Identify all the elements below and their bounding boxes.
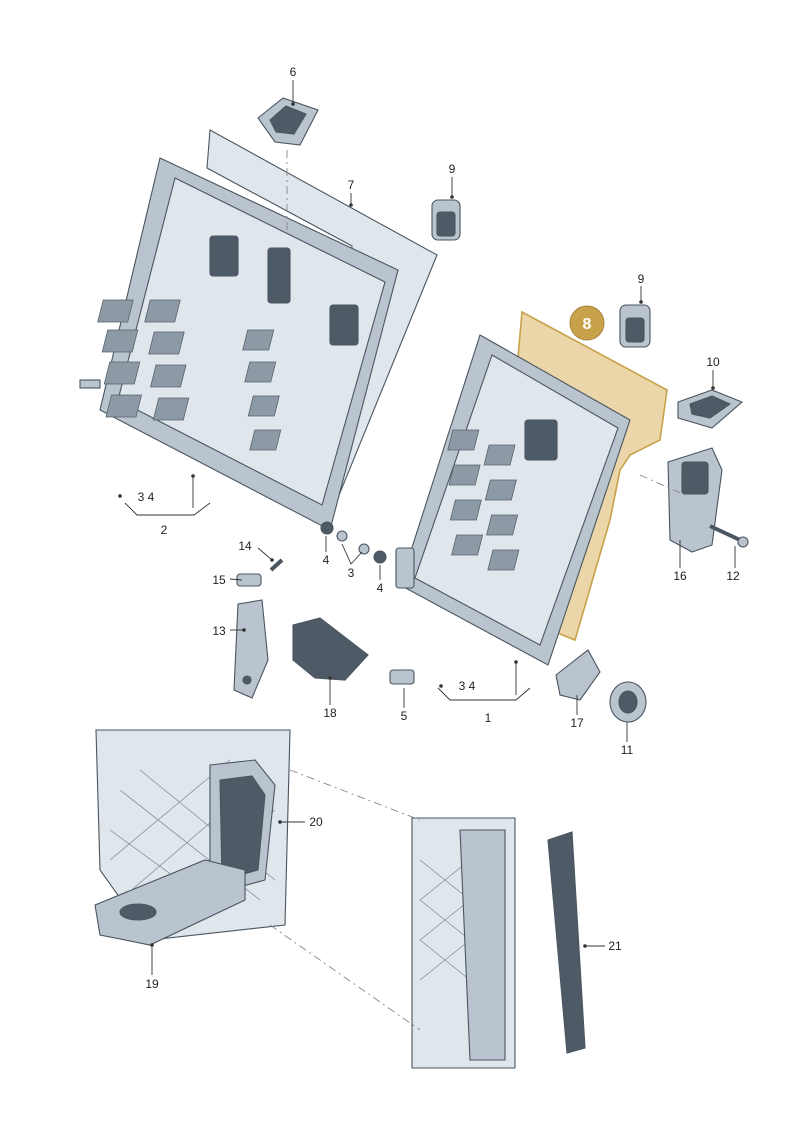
callout-group-3-4-left[interactable]: 3 4	[138, 490, 155, 504]
callout-3[interactable]: 3	[348, 566, 355, 580]
callout-14[interactable]: 14	[238, 539, 252, 553]
callout-group-3-4-right[interactable]: 3 4	[459, 679, 476, 693]
part-4-nut-right	[373, 550, 387, 564]
callout-6[interactable]: 6	[290, 65, 297, 79]
callout-5[interactable]: 5	[401, 709, 408, 723]
callout-11[interactable]: 11	[621, 743, 634, 757]
part-2-left-backrest-frame	[79, 157, 399, 531]
callout-8-highlight-badge[interactable]: 8	[569, 305, 605, 341]
part-3-screw-left	[336, 530, 348, 542]
part-9-release-button-upper	[431, 199, 461, 241]
callout-2[interactable]: 2	[161, 523, 168, 537]
part-5-clip	[389, 669, 415, 685]
callout-7[interactable]: 7	[348, 178, 355, 192]
callout-19[interactable]: 19	[145, 977, 159, 991]
part-13-bracket	[233, 599, 269, 699]
callout-16[interactable]: 16	[673, 569, 687, 583]
callout-18[interactable]: 18	[323, 706, 337, 720]
part-19-20-armrest-assembly	[94, 729, 291, 946]
part-17-hinge-mount	[555, 649, 601, 701]
callout-20[interactable]: 20	[309, 815, 323, 829]
part-12-bolt	[709, 524, 749, 548]
part-11-grommet	[609, 681, 647, 723]
callout-9-lower[interactable]: 9	[638, 272, 645, 286]
callout-labels: 6 7 9 9 10 3 4 2 3 4 1 4 3 4 14 15 13 18…	[138, 65, 740, 991]
part-3-screw-right	[358, 543, 370, 555]
leader-lines	[118, 80, 736, 975]
callout-9-upper[interactable]: 9	[449, 162, 456, 176]
callout-4-left[interactable]: 4	[323, 553, 330, 567]
part-4-nut-left	[320, 521, 334, 535]
part-9-release-button-lower	[619, 304, 651, 348]
callout-4-right[interactable]: 4	[377, 581, 384, 595]
callout-17[interactable]: 17	[570, 716, 584, 730]
callout-13[interactable]: 13	[212, 624, 226, 638]
part-16-latch-housing	[667, 447, 723, 553]
part-10-bezel-trim	[677, 389, 744, 429]
part-6-latch-cover	[257, 97, 319, 146]
callout-21[interactable]: 21	[608, 939, 622, 953]
callout-12[interactable]: 12	[726, 569, 740, 583]
callout-1[interactable]: 1	[485, 711, 492, 725]
part-21-trim-strip	[547, 831, 586, 1054]
detail-view-backrest-edge	[269, 769, 516, 1069]
part-1-right-backrest-frame	[395, 334, 631, 666]
part-18-cover-flap	[292, 617, 369, 681]
callout-8-label: 8	[583, 316, 592, 333]
callout-15[interactable]: 15	[212, 573, 226, 587]
part-14-screw	[269, 558, 284, 572]
callout-10[interactable]: 10	[706, 355, 720, 369]
